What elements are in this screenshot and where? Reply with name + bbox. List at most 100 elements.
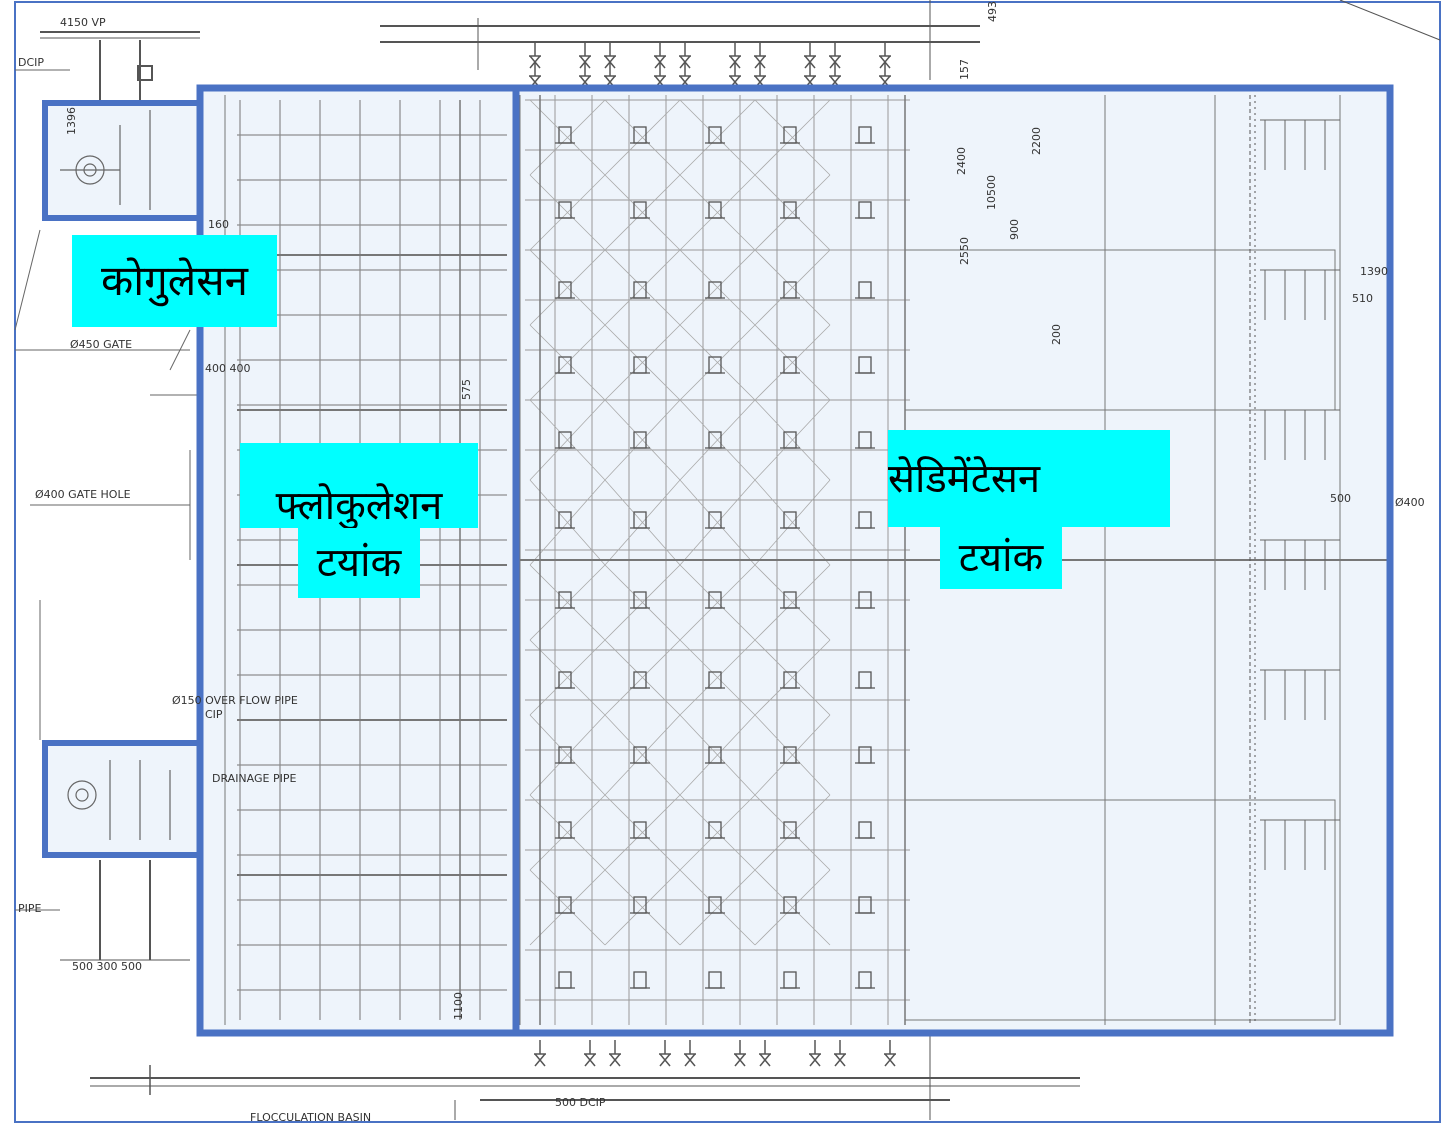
- annotation-dim-157: 157: [958, 59, 971, 80]
- coagulation-box: [42, 100, 203, 221]
- sludge-valve-icon: [780, 971, 800, 989]
- sludge-valve-icon: [705, 356, 725, 374]
- sedimentation-tank-frame: [512, 84, 1394, 1037]
- sludge-valve-icon: [555, 511, 575, 529]
- annotation-flocculation-basin: FLOCCULATION BASIN: [250, 1111, 371, 1124]
- sludge-valve-icon: [855, 431, 875, 449]
- valve-icon: [584, 1040, 596, 1067]
- sludge-valve-icon: [780, 126, 800, 144]
- sludge-valve-icon: [555, 971, 575, 989]
- sludge-valve-icon: [705, 281, 725, 299]
- valve-icon: [534, 1040, 546, 1067]
- page-border: [14, 1, 1441, 1123]
- sedimentation-hopper-diagonals: [529, 99, 831, 946]
- sludge-valve-icon: [855, 821, 875, 839]
- sludge-valve-icon: [705, 896, 725, 914]
- valve-icon: [659, 1040, 671, 1067]
- annotation-dim-575: 575: [460, 379, 473, 400]
- launder-weirs: [1260, 119, 1340, 870]
- sludge-valve-icon: [630, 281, 650, 299]
- sludge-valve-icon: [555, 201, 575, 219]
- annotation-450-gate: Ø450 GATE: [70, 338, 132, 351]
- sludge-valve-icon: [555, 356, 575, 374]
- sludge-valve-icon: [630, 591, 650, 609]
- sludge-valve-icon: [855, 281, 875, 299]
- annotation-dim-2400: 2400: [955, 147, 968, 175]
- annotation-dim-2200: 2200: [1030, 127, 1043, 155]
- sludge-valve-icon: [705, 591, 725, 609]
- sludge-valve-icon: [630, 201, 650, 219]
- annotation-4150-vp: 4150 VP: [60, 16, 106, 29]
- sludge-valve-icon: [855, 591, 875, 609]
- sludge-valve-icon: [705, 511, 725, 529]
- annotation-dim-10500: 10500: [985, 175, 998, 210]
- annotation-dim-900: 900: [1008, 219, 1021, 240]
- sludge-valve-icon: [705, 126, 725, 144]
- sludge-valve-icon: [780, 591, 800, 609]
- valve-icon: [809, 1040, 821, 1067]
- coagulation-label-text: कोगुलेसन: [101, 255, 248, 305]
- sludge-valve-icon: [855, 671, 875, 689]
- annotation-pipe: PIPE: [18, 902, 42, 915]
- sludge-valve-icon: [705, 671, 725, 689]
- sludge-valve-icon: [630, 896, 650, 914]
- sludge-valve-icon: [780, 356, 800, 374]
- sludge-valve-icon: [630, 746, 650, 764]
- sludge-valve-icon: [555, 896, 575, 914]
- sludge-valve-icon: [555, 591, 575, 609]
- sludge-valve-icon: [705, 746, 725, 764]
- flocculation-label-line2: टयांक: [298, 528, 420, 598]
- valve-icon: [609, 1040, 621, 1067]
- sludge-valve-icon: [780, 201, 800, 219]
- coagulation-label: कोगुलेसन: [72, 235, 277, 327]
- annotation-dim-493: 493: [986, 1, 999, 22]
- annotation-400-right: Ø400: [1395, 496, 1425, 509]
- annotation-drainage-pipe: DRAINAGE PIPE: [212, 772, 296, 785]
- annotation-dim-500: 500: [1330, 492, 1351, 505]
- sludge-valve-icon: [630, 821, 650, 839]
- sludge-valve-icon: [555, 746, 575, 764]
- annotation-over-flow-pipe: Ø150 OVER FLOW PIPE: [172, 694, 298, 707]
- sludge-valve-icon: [855, 201, 875, 219]
- annotation-dim-1100: 1100: [452, 992, 465, 1020]
- coagulation-tank-detail: [60, 110, 151, 210]
- annotation-dim-200: 200: [1050, 324, 1063, 345]
- valve-icon: [884, 1040, 896, 1067]
- top-valve-row: [529, 42, 891, 89]
- top-inlet-pipework: [40, 0, 1441, 100]
- annotation-dim-1390: 1390: [1360, 265, 1388, 278]
- annotation-dcip: DCIP: [18, 56, 44, 69]
- sludge-valve-icon: [855, 896, 875, 914]
- sludge-valve-icon: [555, 671, 575, 689]
- sludge-valve-icon: [855, 971, 875, 989]
- sludge-valve-icon: [630, 356, 650, 374]
- sludge-valve-icon: [780, 746, 800, 764]
- sludge-valve-icon: [630, 431, 650, 449]
- annotation-bottom-left-dimensions: 500 300 500: [72, 960, 142, 973]
- annotation-dim-1396: 1396: [65, 107, 78, 135]
- sludge-valve-icon: [705, 201, 725, 219]
- annotation-dim-160: 160: [208, 218, 229, 231]
- valve-icon: [834, 1040, 846, 1067]
- sludge-valve-icon: [855, 356, 875, 374]
- sludge-valve-icon: [780, 281, 800, 299]
- valve-icon: [734, 1040, 746, 1067]
- sedimentation-label-line1: सेडिमेंटेसन: [888, 430, 1170, 527]
- drainage-tank-detail: [67, 760, 171, 840]
- sludge-valve-icon: [555, 126, 575, 144]
- valve-icon: [654, 62, 666, 89]
- sludge-valve-icon: [780, 821, 800, 839]
- sludge-valve-icon: [780, 896, 800, 914]
- sludge-valve-icon: [555, 821, 575, 839]
- sludge-valve-icon: [630, 511, 650, 529]
- annotation-dim-400-400: 400 400: [205, 362, 251, 375]
- sludge-valve-icon: [555, 431, 575, 449]
- sludge-valve-icon: [855, 511, 875, 529]
- annotation-cip: CIP: [205, 708, 223, 721]
- sludge-valve-icon: [855, 126, 875, 144]
- bottom-valve-row: [534, 1040, 896, 1067]
- sludge-valve-icon: [630, 126, 650, 144]
- sludge-valve-icon: [705, 821, 725, 839]
